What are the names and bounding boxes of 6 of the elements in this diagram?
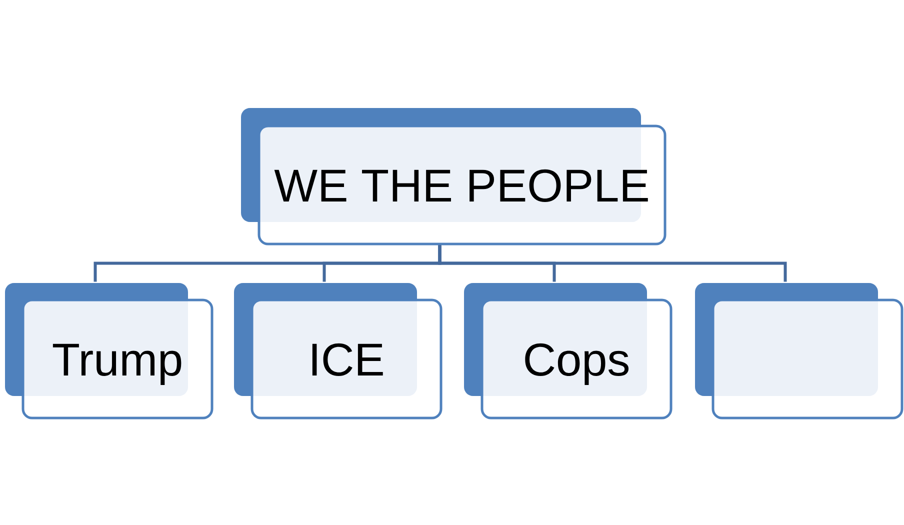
connector-line (438, 245, 787, 282)
org-chart-box: Cops (464, 283, 672, 420)
org-chart-box (695, 283, 904, 420)
org-chart-box: ICE (234, 283, 442, 420)
org-chart-box: WE THE PEOPLE (241, 108, 666, 246)
org-chart-box: Trump (5, 283, 214, 420)
